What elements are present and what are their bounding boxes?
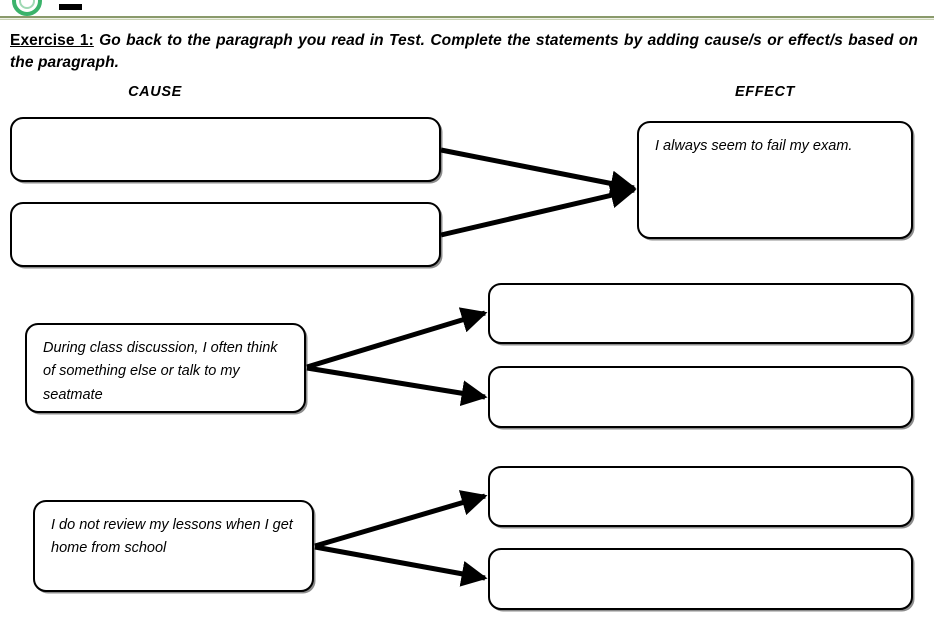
effect-box-group3-2[interactable] bbox=[488, 548, 913, 610]
arrow-g2-cause1-to-effect1 bbox=[306, 307, 488, 370]
black-dash-icon bbox=[59, 4, 82, 10]
effect-box-group3-1[interactable] bbox=[488, 466, 913, 527]
arrow-g3-cause1-to-effect2 bbox=[314, 544, 488, 587]
exercise-label: Exercise 1: bbox=[10, 32, 94, 49]
arrow-g2-cause1-to-effect2 bbox=[306, 365, 488, 407]
arrow-g3-cause1-to-effect1 bbox=[314, 490, 488, 549]
effect-box-group2-1[interactable] bbox=[488, 283, 913, 344]
cause-column-heading: CAUSE bbox=[128, 84, 182, 100]
cause-box-group3-1-text: I do not review my lessons when I get ho… bbox=[51, 517, 293, 557]
cause-box-group1-2[interactable] bbox=[10, 202, 441, 267]
arrow-g1-cause2-to-effect1 bbox=[440, 182, 637, 238]
effect-column-heading: EFFECT bbox=[735, 84, 795, 100]
cause-box-group1-1[interactable] bbox=[10, 117, 441, 182]
cause-box-group2-1-text: During class discussion, I often think o… bbox=[43, 340, 278, 403]
exercise-instructions: Exercise 1: Go back to the paragraph you… bbox=[10, 30, 918, 75]
effect-box-group1-1-text: I always seem to fail my exam. bbox=[655, 138, 853, 154]
effect-box-group2-2[interactable] bbox=[488, 366, 913, 428]
effect-box-group1-1[interactable]: I always seem to fail my exam. bbox=[637, 121, 913, 239]
exercise-instruction-text: Go back to the paragraph you read in Tes… bbox=[10, 32, 918, 72]
cause-box-group3-1[interactable]: I do not review my lessons when I get ho… bbox=[33, 500, 314, 592]
cause-box-group2-1[interactable]: During class discussion, I often think o… bbox=[25, 323, 306, 413]
arrow-g1-cause1-to-effect1 bbox=[440, 147, 637, 197]
header-divider-rule bbox=[0, 16, 934, 20]
green-ring-logo-icon bbox=[12, 0, 42, 16]
